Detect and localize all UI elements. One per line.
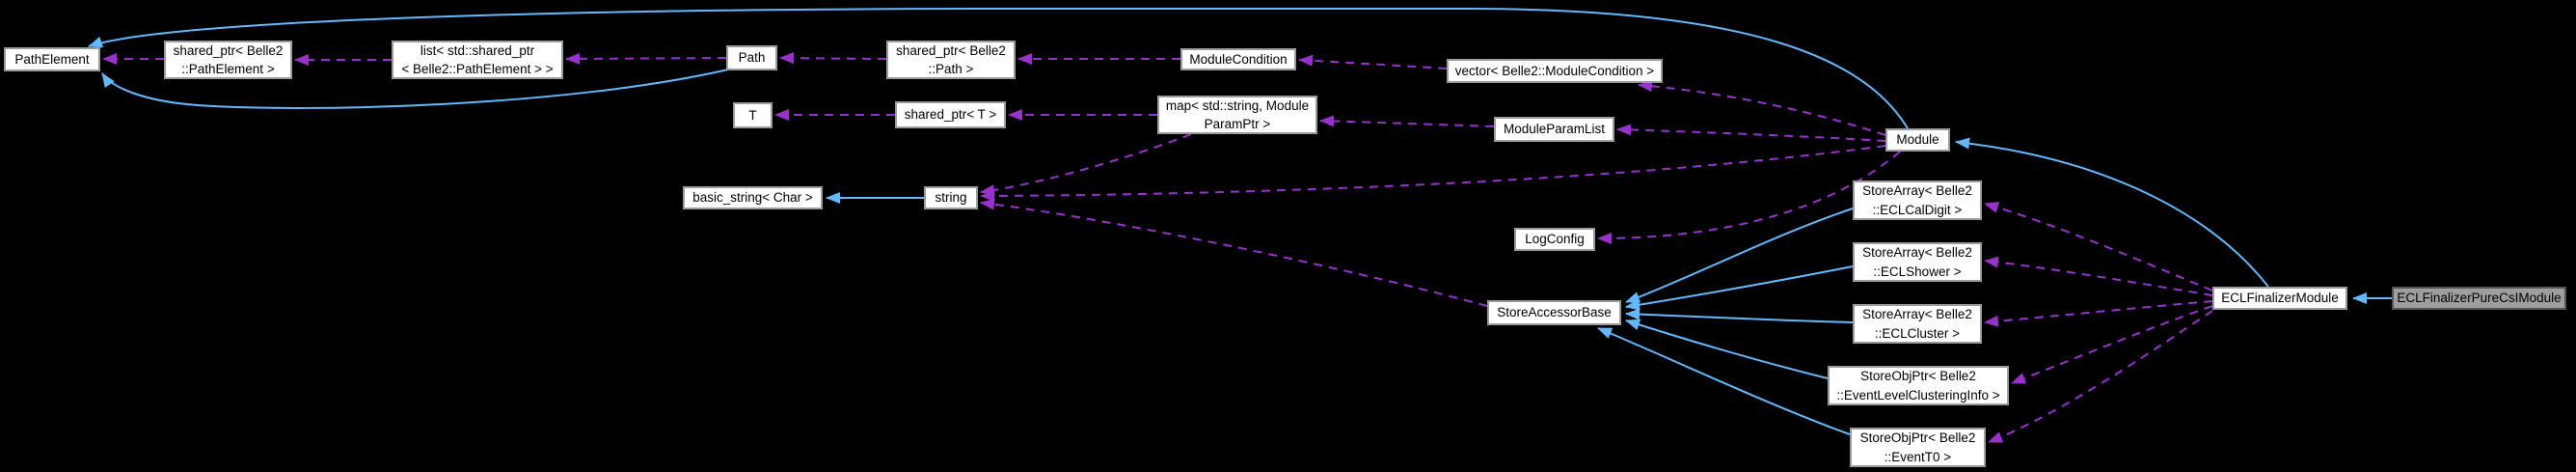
node-label: string — [935, 190, 967, 206]
edge-uses-eclfinalizer-to-eclcluster — [1984, 300, 2213, 327]
edge-uses-map-to-string — [980, 133, 1192, 197]
node-vector-module-condition: vector< Belle2::ModuleCondition > — [1447, 59, 1663, 83]
node-shared-ptr-path-element: shared_ptr< Belle2 ::PathElement > — [164, 41, 292, 79]
edge-uses-vector-to-modulecondition — [1298, 54, 1448, 69]
node-label: Module — [1896, 132, 1939, 148]
node-module-condition[interactable]: ModuleCondition — [1180, 48, 1296, 70]
node-store-obj-ptr-event-t0[interactable]: StoreObjPtr< Belle2 ::EventT0 > — [1850, 428, 1986, 467]
node-label: ECLFinalizerPureCsIModule — [2397, 291, 2562, 306]
node-basic-string-char: basic_string< Char > — [683, 186, 823, 209]
node-label: T — [748, 107, 757, 123]
edge-uses-eclfinalizer-to-eclshower — [1984, 256, 2213, 296]
edge-uses-moduleparamlist-to-map — [1319, 115, 1495, 127]
node-store-accessor-base[interactable]: StoreAccessorBase — [1487, 300, 1621, 325]
node-log-config[interactable]: LogConfig — [1514, 228, 1595, 251]
edge-inherit-eclcluster-to-storeaccessorbase — [1625, 308, 1854, 323]
node-module[interactable]: Module — [1885, 128, 1950, 152]
node-store-array-ecl-cal-digit[interactable]: StoreArray< Belle2 ::ECLCalDigit > — [1853, 180, 1982, 220]
edge-uses-storeaccessorbase-to-string — [980, 198, 1488, 307]
edge-uses-module-to-string — [980, 145, 1886, 202]
node-store-obj-ptr-event-level-clustering-info[interactable]: StoreObjPtr< Belle2 ::EventLevelClusteri… — [1828, 366, 2009, 405]
node-label: list< std::shared_ptr < Belle2::PathElem… — [401, 42, 554, 76]
node-label: ECLFinalizerModule — [2221, 291, 2339, 306]
node-list-shared-ptr-path-element: list< std::shared_ptr < Belle2::PathElem… — [392, 41, 563, 79]
node-t: T — [733, 102, 773, 128]
node-label: StoreArray< Belle2 ::ECLShower > — [1862, 245, 1972, 279]
node-string: string — [924, 186, 978, 209]
node-ecl-finalizer-module[interactable]: ECLFinalizerModule — [2212, 287, 2347, 310]
edge-uses-path-to-list — [565, 52, 727, 65]
node-shared-ptr-path: shared_ptr< Belle2 ::Path > — [886, 41, 1016, 79]
edge-uses-eclfinalizer-to-eclcaldigit — [1984, 202, 2213, 292]
edge-uses-module-to-logconfig — [1597, 151, 1901, 244]
node-label: LogConfig — [1525, 232, 1585, 247]
node-path-element[interactable]: PathElement — [4, 47, 100, 71]
node-label: StoreArray< Belle2 ::ECLCalDigit > — [1862, 183, 1972, 217]
edge-uses-eclfinalizer-to-eventt0 — [1988, 310, 2213, 443]
edge-inherit-path-to-pathelement — [101, 69, 729, 109]
node-label: PathElement — [14, 51, 90, 67]
edge-inherit-module-to-pathelement — [88, 8, 1909, 129]
node-label: ModuleParamList — [1503, 122, 1606, 137]
edge-inherit-eclfinalizer-to-module — [1955, 137, 2269, 288]
node-label: StoreAccessorBase — [1497, 305, 1612, 320]
edge-uses-sharedptrpath-to-path — [779, 52, 887, 65]
edge-uses-module-to-moduleparamlist — [1616, 124, 1886, 142]
node-label: shared_ptr< Belle2 ::Path > — [896, 42, 1006, 76]
edge-uses-module-to-vector — [1638, 80, 1886, 136]
node-map-module-param-ptr: map< std::string, Module ParamPtr > — [1157, 96, 1317, 134]
node-label: StoreObjPtr< Belle2 ::EventT0 > — [1859, 430, 1976, 464]
edge-uses-eclfinalizer-to-eventlevelclusteringinfo — [2011, 305, 2213, 384]
node-module-param-list[interactable]: ModuleParamList — [1494, 117, 1614, 142]
edge-inherit-eclshower-to-storeaccessorbase — [1625, 265, 1854, 311]
node-label: Path — [738, 50, 766, 66]
edge-inherit-eventt0-to-storeaccessorbase — [1597, 327, 1851, 435]
node-label: StoreObjPtr< Belle2 ::EventLevelClusteri… — [1836, 369, 2000, 403]
node-store-array-ecl-shower[interactable]: StoreArray< Belle2 ::ECLShower > — [1853, 242, 1982, 282]
node-store-array-ecl-cluster[interactable]: StoreArray< Belle2 ::ECLCluster > — [1853, 304, 1982, 344]
edge-inherit-eventlevelclusteringinfo-to-storeaccessorbase — [1625, 319, 1829, 379]
node-label: StoreArray< Belle2 ::ECLCluster > — [1862, 307, 1972, 341]
node-label: ModuleCondition — [1189, 51, 1288, 67]
node-label: basic_string< Char > — [692, 190, 813, 206]
node-ecl-finalizer-pure-csi-module: ECLFinalizerPureCsIModule — [2392, 287, 2566, 310]
node-label: map< std::string, Module ParamPtr > — [1165, 97, 1310, 131]
node-label: shared_ptr< Belle2 ::PathElement > — [173, 42, 284, 76]
node-shared-ptr-t: shared_ptr< T > — [895, 101, 1006, 128]
node-label: shared_ptr< T > — [904, 107, 997, 123]
node-label: vector< Belle2::ModuleCondition > — [1454, 63, 1655, 78]
node-path[interactable]: Path — [726, 45, 777, 70]
edge-inherit-eclcaldigit-to-storeaccessorbase — [1625, 208, 1854, 303]
